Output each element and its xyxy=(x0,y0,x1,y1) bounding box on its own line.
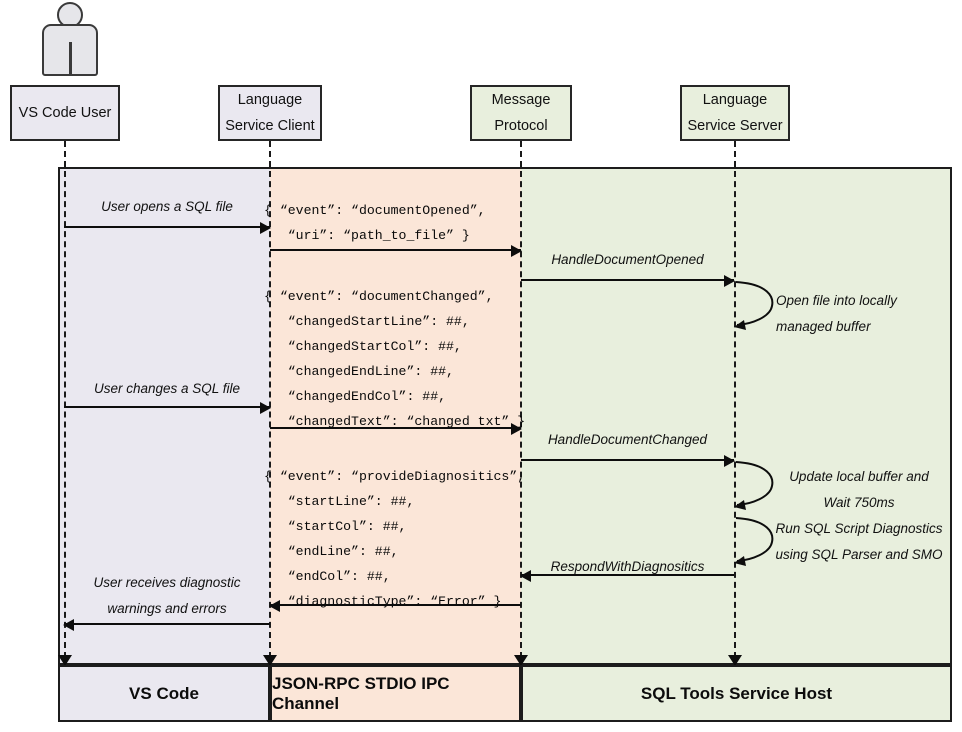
lifeline-end-arrow-message-protocol xyxy=(514,655,528,666)
lifeline-label-line2: Protocol xyxy=(494,118,548,134)
message-arrow-document-changed-to-protocol xyxy=(270,423,522,435)
band-vs-code xyxy=(58,167,270,665)
lifeline-label-line1: VS Code User xyxy=(18,105,112,121)
band-sql-tools xyxy=(521,167,952,665)
message-label-line2: warnings and errors xyxy=(107,601,227,616)
lifeline-end-arrow-vs-code-user xyxy=(58,655,72,666)
note-line1: Open file into locally xyxy=(776,293,897,308)
lifeline-label-line2: Service Client xyxy=(225,118,315,134)
lifeline-end-arrow-language-service-client xyxy=(263,655,277,666)
message-arrow-document-opened-to-protocol xyxy=(270,245,522,257)
lifeline-message-protocol xyxy=(520,141,522,668)
lifeline-end-arrow-language-service-server xyxy=(728,655,742,666)
message-arrow-user-opens-sql-file xyxy=(64,222,271,234)
self-call-note-update-buffer-wait: Update local buffer and Wait 750ms xyxy=(764,464,954,516)
footer-vs-code: VS Code xyxy=(58,665,270,722)
message-label-respond-with-diagnositics: RespondWithDiagnositics xyxy=(550,559,705,574)
lifeline-header-message-protocol: Message Protocol xyxy=(470,85,572,141)
message-label-handle-document-changed: HandleDocumentChanged xyxy=(547,432,708,447)
note-line1: Run SQL Script Diagnostics xyxy=(775,521,943,536)
footer-label: JSON-RPC STDIO IPC Channel xyxy=(272,673,450,713)
footer-sql-tools: SQL Tools Service Host xyxy=(521,665,952,722)
lifeline-language-service-server xyxy=(734,141,736,668)
message-label-user-opens-sql-file: User opens a SQL file xyxy=(101,199,233,214)
self-call-open-file-buffer xyxy=(734,279,780,336)
footer-label: VS Code xyxy=(129,683,199,703)
message-arrow-handle-document-changed xyxy=(521,455,735,467)
lifeline-label-line1: Language xyxy=(237,92,303,108)
lifeline-label-line2: Service Server xyxy=(687,118,783,134)
lifeline-label-line1: Message xyxy=(491,92,551,108)
note-line2: managed buffer xyxy=(776,319,871,334)
self-call-update-buffer-wait xyxy=(734,459,780,516)
person-icon xyxy=(36,2,104,78)
message-arrow-diagnositics-to-client xyxy=(269,600,521,612)
self-call-run-sql-diagnostics xyxy=(734,515,780,572)
message-arrow-respond-with-diagnositics xyxy=(520,570,734,582)
lifeline-header-language-service-client: Language Service Client xyxy=(218,85,322,141)
lifeline-label-line1: Language xyxy=(702,92,768,108)
self-call-note-open-file-buffer: Open file into locally managed buffer xyxy=(776,288,897,340)
payload-provide-diagnositics: { “event”: “provideDiagnositics”, “start… xyxy=(264,469,526,609)
footer-jsonrpc: JSON-RPC STDIO IPC Channel xyxy=(270,665,521,722)
note-line2: using SQL Parser and SMO xyxy=(775,547,943,562)
message-arrow-user-changes-sql-file xyxy=(64,402,271,414)
message-label-line1: User receives diagnostic xyxy=(93,575,241,590)
message-label-user-changes-sql-file: User changes a SQL file xyxy=(93,381,241,396)
message-arrow-user-receives-diagnostics xyxy=(63,619,270,631)
payload-document-opened: { “event”: “documentOpened”, “uri”: “pat… xyxy=(264,203,486,243)
lifeline-header-language-service-server: Language Service Server xyxy=(680,85,790,141)
message-arrow-handle-document-opened xyxy=(521,275,735,287)
footer-label: SQL Tools Service Host xyxy=(640,683,833,703)
lifeline-vs-code-user xyxy=(64,141,66,668)
note-line2: Wait 750ms xyxy=(823,495,895,510)
message-label-handle-document-opened: HandleDocumentOpened xyxy=(551,252,704,267)
lifeline-header-vs-code-user: VS Code User xyxy=(10,85,120,141)
self-call-note-run-sql-diagnostics: Run SQL Script Diagnostics using SQL Par… xyxy=(764,516,954,568)
message-label-user-receives-diagnostics: User receives diagnostic warnings and er… xyxy=(64,570,270,622)
note-line1: Update local buffer and xyxy=(789,469,929,484)
payload-document-changed: { “event”: “documentChanged”, “changedSt… xyxy=(264,289,526,429)
